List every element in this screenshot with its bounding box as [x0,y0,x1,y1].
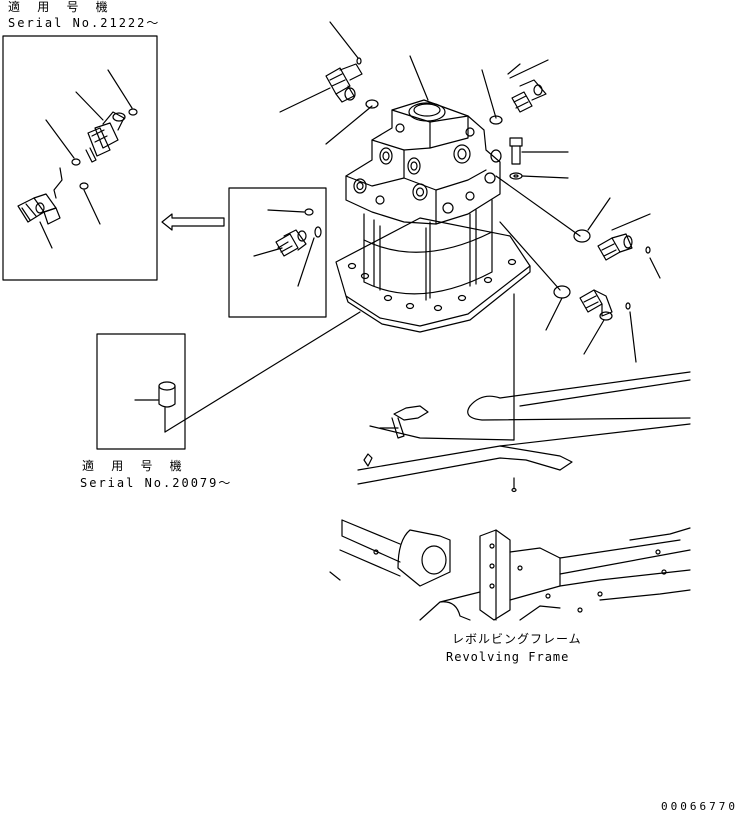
elbow-fitting-right-2 [579,289,613,321]
elbow-fitting-a [17,193,61,225]
plug-c [158,381,176,433]
bolt [509,137,569,165]
fitting-top-right [511,79,547,113]
washer [509,172,569,180]
o-ring-right-1 [573,229,591,243]
detail-box-b [228,187,327,318]
elbow-fitting-right-1 [597,233,633,261]
frame-label-en: Revolving Frame [446,650,570,664]
fitting-top-left [325,63,363,103]
o-ring-a1 [128,108,138,116]
detail-box-c [96,311,361,450]
o-ring-top-left [365,99,379,109]
o-ring-right-2 [553,285,571,299]
grease-fitting-b [275,229,307,257]
serial-label-a-jp: 適 用 号 機 [8,0,113,14]
detail-box-a [2,35,158,281]
swing-motor [335,99,531,333]
serial-label-b: Serial No.20079～ [80,476,233,490]
grease-fitting-a [85,111,126,163]
revolving-frame [329,519,691,621]
serial-label-b-jp: 適 用 号 機 [82,459,187,473]
frame-label-jp: レボルビングフレーム [452,632,582,646]
arrow-to-detail [161,213,225,231]
o-ring-a3 [79,182,89,190]
pipe-lines [357,371,691,493]
serial-label-a: Serial No.21222～ [8,16,161,30]
drawing-number: 00066770 [661,800,738,813]
o-ring-a2 [71,158,81,166]
